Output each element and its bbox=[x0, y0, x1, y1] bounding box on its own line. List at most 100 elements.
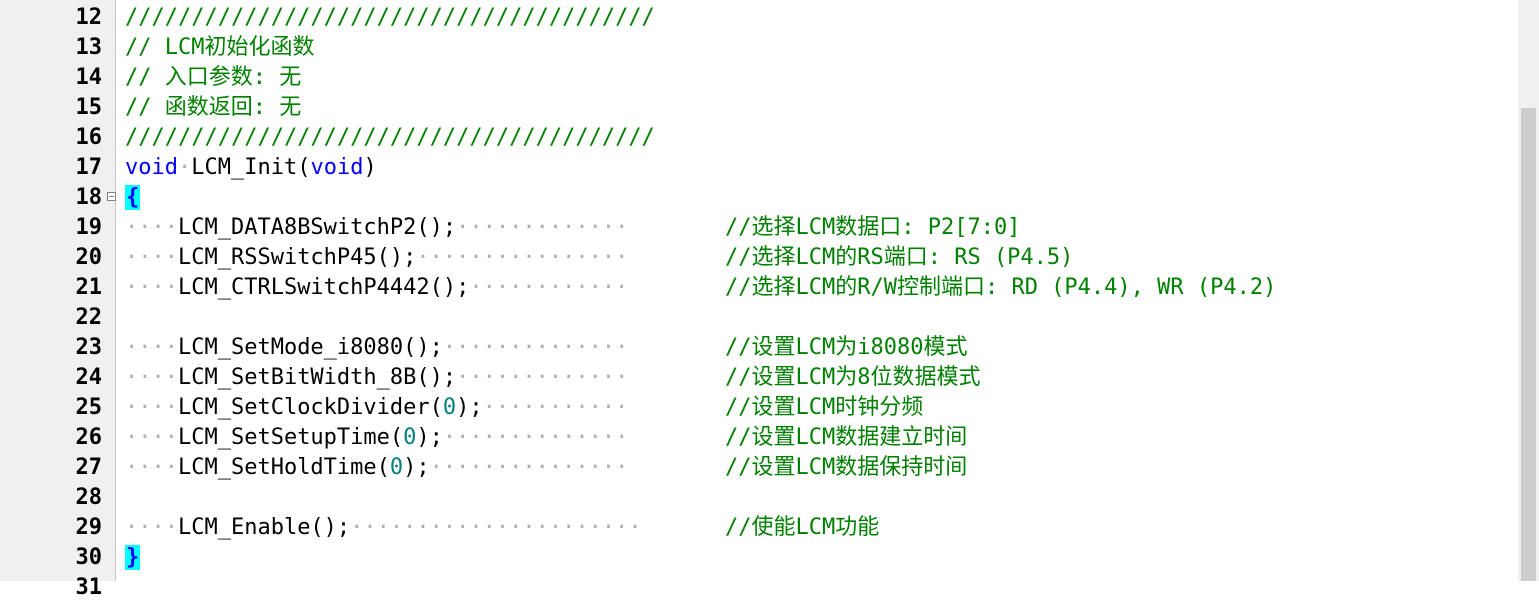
inline-comment: //设置LCM数据建立时间 bbox=[725, 425, 968, 450]
inline-comment: //设置LCM时钟分频 bbox=[725, 395, 924, 420]
code-line-22[interactable]: 22 bbox=[0, 303, 1518, 333]
call-close: ); bbox=[403, 455, 430, 480]
inline-comment: //选择LCM的RS端口: RS (P4.5) bbox=[725, 245, 1074, 270]
code-line-26[interactable]: 26 ····LCM_SetSetupTime(0);·············… bbox=[0, 423, 1518, 453]
function-call: LCM_SetHoldTime( bbox=[177, 455, 390, 480]
code-line-25[interactable]: 25 ····LCM_SetClockDivider(0);··········… bbox=[0, 393, 1518, 423]
code-line-29[interactable]: 29 ····LCM_Enable();····················… bbox=[0, 513, 1518, 543]
paren-close: ) bbox=[363, 155, 377, 180]
function-call: LCM_SetMode_i8080(); bbox=[177, 335, 443, 360]
indent-dots: ···· bbox=[125, 395, 178, 420]
code-line-24[interactable]: 24 ····LCM_SetBitWidth_8B();············… bbox=[0, 363, 1518, 393]
line-number: 26 bbox=[75, 425, 103, 450]
line-number: 21 bbox=[75, 275, 103, 300]
align-dots: ·············· bbox=[442, 425, 629, 450]
comment-text: // 入口参数: 无 bbox=[125, 65, 302, 90]
align-dots: ·············· bbox=[442, 335, 629, 360]
indent-dots: ···· bbox=[125, 515, 178, 540]
comment-text: // 函数返回: 无 bbox=[125, 95, 302, 120]
inline-comment: //设置LCM为8位数据模式 bbox=[725, 365, 981, 390]
line-number: 27 bbox=[75, 455, 103, 480]
statement: ····LCM_SetHoldTime(0);··············· bbox=[125, 453, 628, 483]
function-call: LCM_Enable(); bbox=[177, 515, 351, 540]
code-line-16[interactable]: 16 /////////////////////////////////////… bbox=[0, 123, 1518, 153]
comment-text: // LCM初始化函数 bbox=[125, 35, 315, 60]
inline-comment: //选择LCM的R/W控制端口: RD (P4.4), WR (P4.2) bbox=[725, 275, 1277, 300]
code-line-18[interactable]: 18 { bbox=[0, 183, 1518, 213]
align-dots: ······················ bbox=[350, 515, 642, 540]
code-line-20[interactable]: 20 ····LCM_RSSwitchP45();···············… bbox=[0, 243, 1518, 273]
line-number: 25 bbox=[75, 395, 103, 420]
statement: ····LCM_RSSwitchP45();················ bbox=[125, 243, 628, 273]
line-number: 22 bbox=[75, 305, 103, 330]
code-line-31[interactable]: 31 bbox=[0, 573, 1518, 603]
line-number: 28 bbox=[75, 485, 103, 510]
inline-comment: //使能LCM功能 bbox=[725, 515, 880, 540]
indent-dots: ···· bbox=[125, 455, 178, 480]
matched-brace: } bbox=[125, 545, 141, 570]
statement: ····LCM_CTRLSwitchP4442();············ bbox=[125, 273, 628, 303]
code-editor[interactable]: 12 /////////////////////////////////////… bbox=[0, 3, 1518, 603]
code-line-19[interactable]: 19 ····LCM_DATA8BSwitchP2();············… bbox=[0, 213, 1518, 243]
number-literal: 0 bbox=[389, 455, 404, 480]
line-number: 14 bbox=[75, 65, 103, 90]
function-call: LCM_SetSetupTime( bbox=[177, 425, 404, 450]
comment-separator: //////////////////////////////////////// bbox=[125, 125, 655, 150]
code-line-14[interactable]: 14 // 入口参数: 无 bbox=[0, 63, 1518, 93]
code-line-27[interactable]: 27 ····LCM_SetHoldTime(0);··············… bbox=[0, 453, 1518, 483]
matched-brace: { bbox=[125, 185, 141, 210]
indent-dots: ···· bbox=[125, 335, 178, 360]
statement: ····LCM_DATA8BSwitchP2();············· bbox=[125, 213, 628, 243]
line-number: 15 bbox=[75, 95, 103, 120]
function-signature: void·LCM_Init(void) bbox=[125, 153, 377, 183]
line-number-gutter bbox=[45, 0, 116, 581]
function-call: LCM_RSSwitchP45(); bbox=[177, 245, 417, 270]
code-line-30[interactable]: 30 } bbox=[0, 543, 1518, 573]
statement: ····LCM_SetBitWidth_8B();············· bbox=[125, 363, 628, 393]
fold-collapse-icon[interactable] bbox=[107, 192, 116, 201]
statement: ····LCM_SetMode_i8080();·············· bbox=[125, 333, 628, 363]
indent-dots: ···· bbox=[125, 275, 178, 300]
indent-dots: ···· bbox=[125, 425, 178, 450]
comment-separator: //////////////////////////////////////// bbox=[125, 5, 655, 30]
function-call: LCM_CTRLSwitchP4442(); bbox=[177, 275, 470, 300]
indent-dots: ···· bbox=[125, 245, 178, 270]
align-dots: ············· bbox=[456, 365, 629, 390]
function-call: LCM_DATA8BSwitchP2(); bbox=[177, 215, 457, 240]
line-number: 18 bbox=[75, 185, 103, 210]
code-line-23[interactable]: 23 ····LCM_SetMode_i8080();·············… bbox=[0, 333, 1518, 363]
code-line-12[interactable]: 12 /////////////////////////////////////… bbox=[0, 3, 1518, 33]
number-literal: 0 bbox=[442, 395, 457, 420]
function-call: LCM_SetBitWidth_8B(); bbox=[177, 365, 457, 390]
inline-comment: //设置LCM为i8080模式 bbox=[725, 335, 968, 360]
align-dots: ················ bbox=[416, 245, 629, 270]
call-close: ); bbox=[456, 395, 483, 420]
line-number: 19 bbox=[75, 215, 103, 240]
align-dots: ············· bbox=[456, 215, 629, 240]
function-name: LCM_Init( bbox=[191, 155, 311, 180]
keyword: void bbox=[310, 155, 364, 180]
line-number: 24 bbox=[75, 365, 103, 390]
line-number: 30 bbox=[75, 545, 103, 570]
vertical-scrollbar[interactable] bbox=[1518, 0, 1539, 581]
line-number: 31 bbox=[75, 575, 103, 600]
code-line-13[interactable]: 13 // LCM初始化函数 bbox=[0, 33, 1518, 63]
left-margin bbox=[0, 0, 45, 581]
line-number: 16 bbox=[75, 125, 103, 150]
code-line-28[interactable]: 28 bbox=[0, 483, 1518, 513]
code-line-21[interactable]: 21 ····LCM_CTRLSwitchP4442();···········… bbox=[0, 273, 1518, 303]
call-close: ); bbox=[416, 425, 443, 450]
whitespace-dot: · bbox=[177, 155, 192, 180]
keyword: void bbox=[125, 155, 178, 180]
number-literal: 0 bbox=[403, 425, 417, 450]
open-brace: { bbox=[125, 183, 141, 213]
line-number: 17 bbox=[75, 155, 103, 180]
code-line-17[interactable]: 17 void·LCM_Init(void) bbox=[0, 153, 1518, 183]
line-number: 29 bbox=[75, 515, 103, 540]
indent-dots: ···· bbox=[125, 215, 178, 240]
code-line-15[interactable]: 15 // 函数返回: 无 bbox=[0, 93, 1518, 123]
indent-dots: ···· bbox=[125, 365, 178, 390]
scrollbar-thumb[interactable] bbox=[1521, 108, 1536, 581]
statement: ····LCM_SetClockDivider(0);··········· bbox=[125, 393, 628, 423]
inline-comment: //选择LCM数据口: P2[7:0] bbox=[725, 215, 1021, 240]
